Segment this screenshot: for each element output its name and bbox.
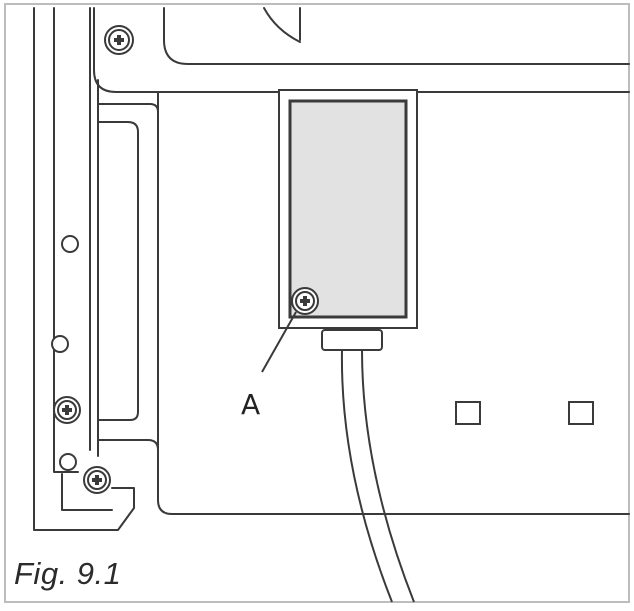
callout-label-a: A [241, 388, 260, 421]
phillips-screw-icon [83, 466, 111, 494]
top-panel [93, 7, 630, 93]
square-slot-icon [455, 401, 481, 425]
foot-bracket [61, 473, 135, 531]
figure-caption: Fig. 9.1 [14, 556, 122, 591]
main-plate [157, 91, 630, 515]
round-hole-icon [59, 453, 77, 471]
phillips-screw-icon [291, 287, 319, 315]
figure-frame [4, 3, 630, 603]
phillips-screw-icon [104, 25, 134, 55]
power-cable [340, 349, 415, 603]
cable-connector [321, 329, 383, 351]
left-inner-slot [97, 103, 159, 501]
left-rail [33, 7, 99, 531]
round-hole-icon [51, 335, 69, 353]
square-slot-icon [568, 401, 594, 425]
round-hole-icon [61, 235, 79, 253]
callout-leader-line [261, 311, 297, 373]
phillips-screw-icon [53, 396, 81, 424]
